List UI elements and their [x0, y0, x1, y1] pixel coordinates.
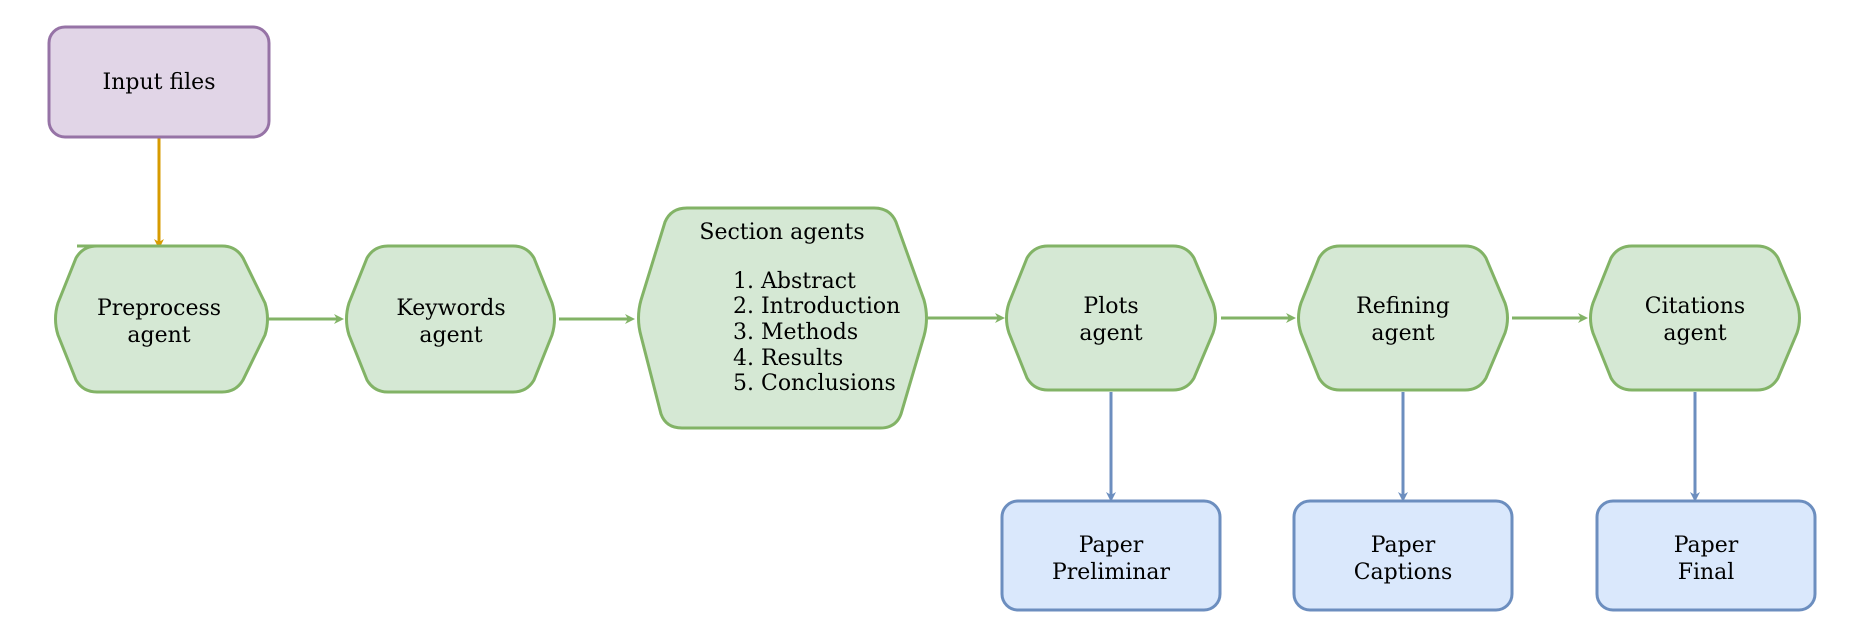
refining-agent-line1: Refining	[1356, 294, 1450, 319]
paper-captions-line2: Captions	[1354, 560, 1453, 585]
refining-agent-line2: agent	[1371, 321, 1434, 346]
arrows	[154, 137, 1700, 502]
plots-agent-line2: agent	[1079, 321, 1142, 346]
paper-preliminar-line2: Preliminar	[1052, 560, 1171, 585]
paper-final-line1: Paper	[1674, 533, 1739, 558]
citations-agent-line2: agent	[1663, 321, 1726, 346]
preprocess-agent-line2: agent	[127, 323, 190, 348]
refining-agent-node: Refining agent	[1297, 244, 1509, 392]
preprocess-agent-node: Preprocess agent	[54, 244, 269, 394]
paper-final-node: Paper Final	[1595, 499, 1817, 612]
citations-agent-line1: Citations	[1645, 294, 1745, 319]
keywords-agent-node: Keywords agent	[345, 244, 556, 394]
section-item-abstract: 1. Abstract	[733, 269, 856, 294]
paper-final-line2: Final	[1678, 560, 1735, 585]
section-item-conclusions: 5. Conclusions	[733, 371, 896, 396]
paper-captions-node: Paper Captions	[1292, 499, 1514, 612]
paper-preliminar-node: Paper Preliminar	[1000, 499, 1222, 612]
paper-captions-line1: Paper	[1371, 533, 1436, 558]
preprocess-agent-line1: Preprocess	[97, 296, 221, 321]
section-agents-title: Section agents	[699, 220, 864, 245]
plots-agent-node: Plots agent	[1005, 244, 1217, 392]
paper-preliminar-line1: Paper	[1079, 533, 1144, 558]
citations-agent-node: Citations agent	[1589, 244, 1801, 392]
keywords-agent-line1: Keywords	[396, 296, 505, 321]
keywords-agent-line2: agent	[419, 323, 482, 348]
section-item-introduction: 2. Introduction	[733, 294, 900, 319]
section-item-methods: 3. Methods	[733, 320, 858, 345]
input-files-label: Input files	[103, 70, 216, 95]
section-agents-node: Section agents 1. Abstract 2. Introducti…	[637, 206, 928, 430]
section-item-results: 4. Results	[733, 346, 843, 371]
input-files-node: Input files	[47, 25, 271, 139]
plots-agent-line1: Plots	[1083, 294, 1138, 319]
